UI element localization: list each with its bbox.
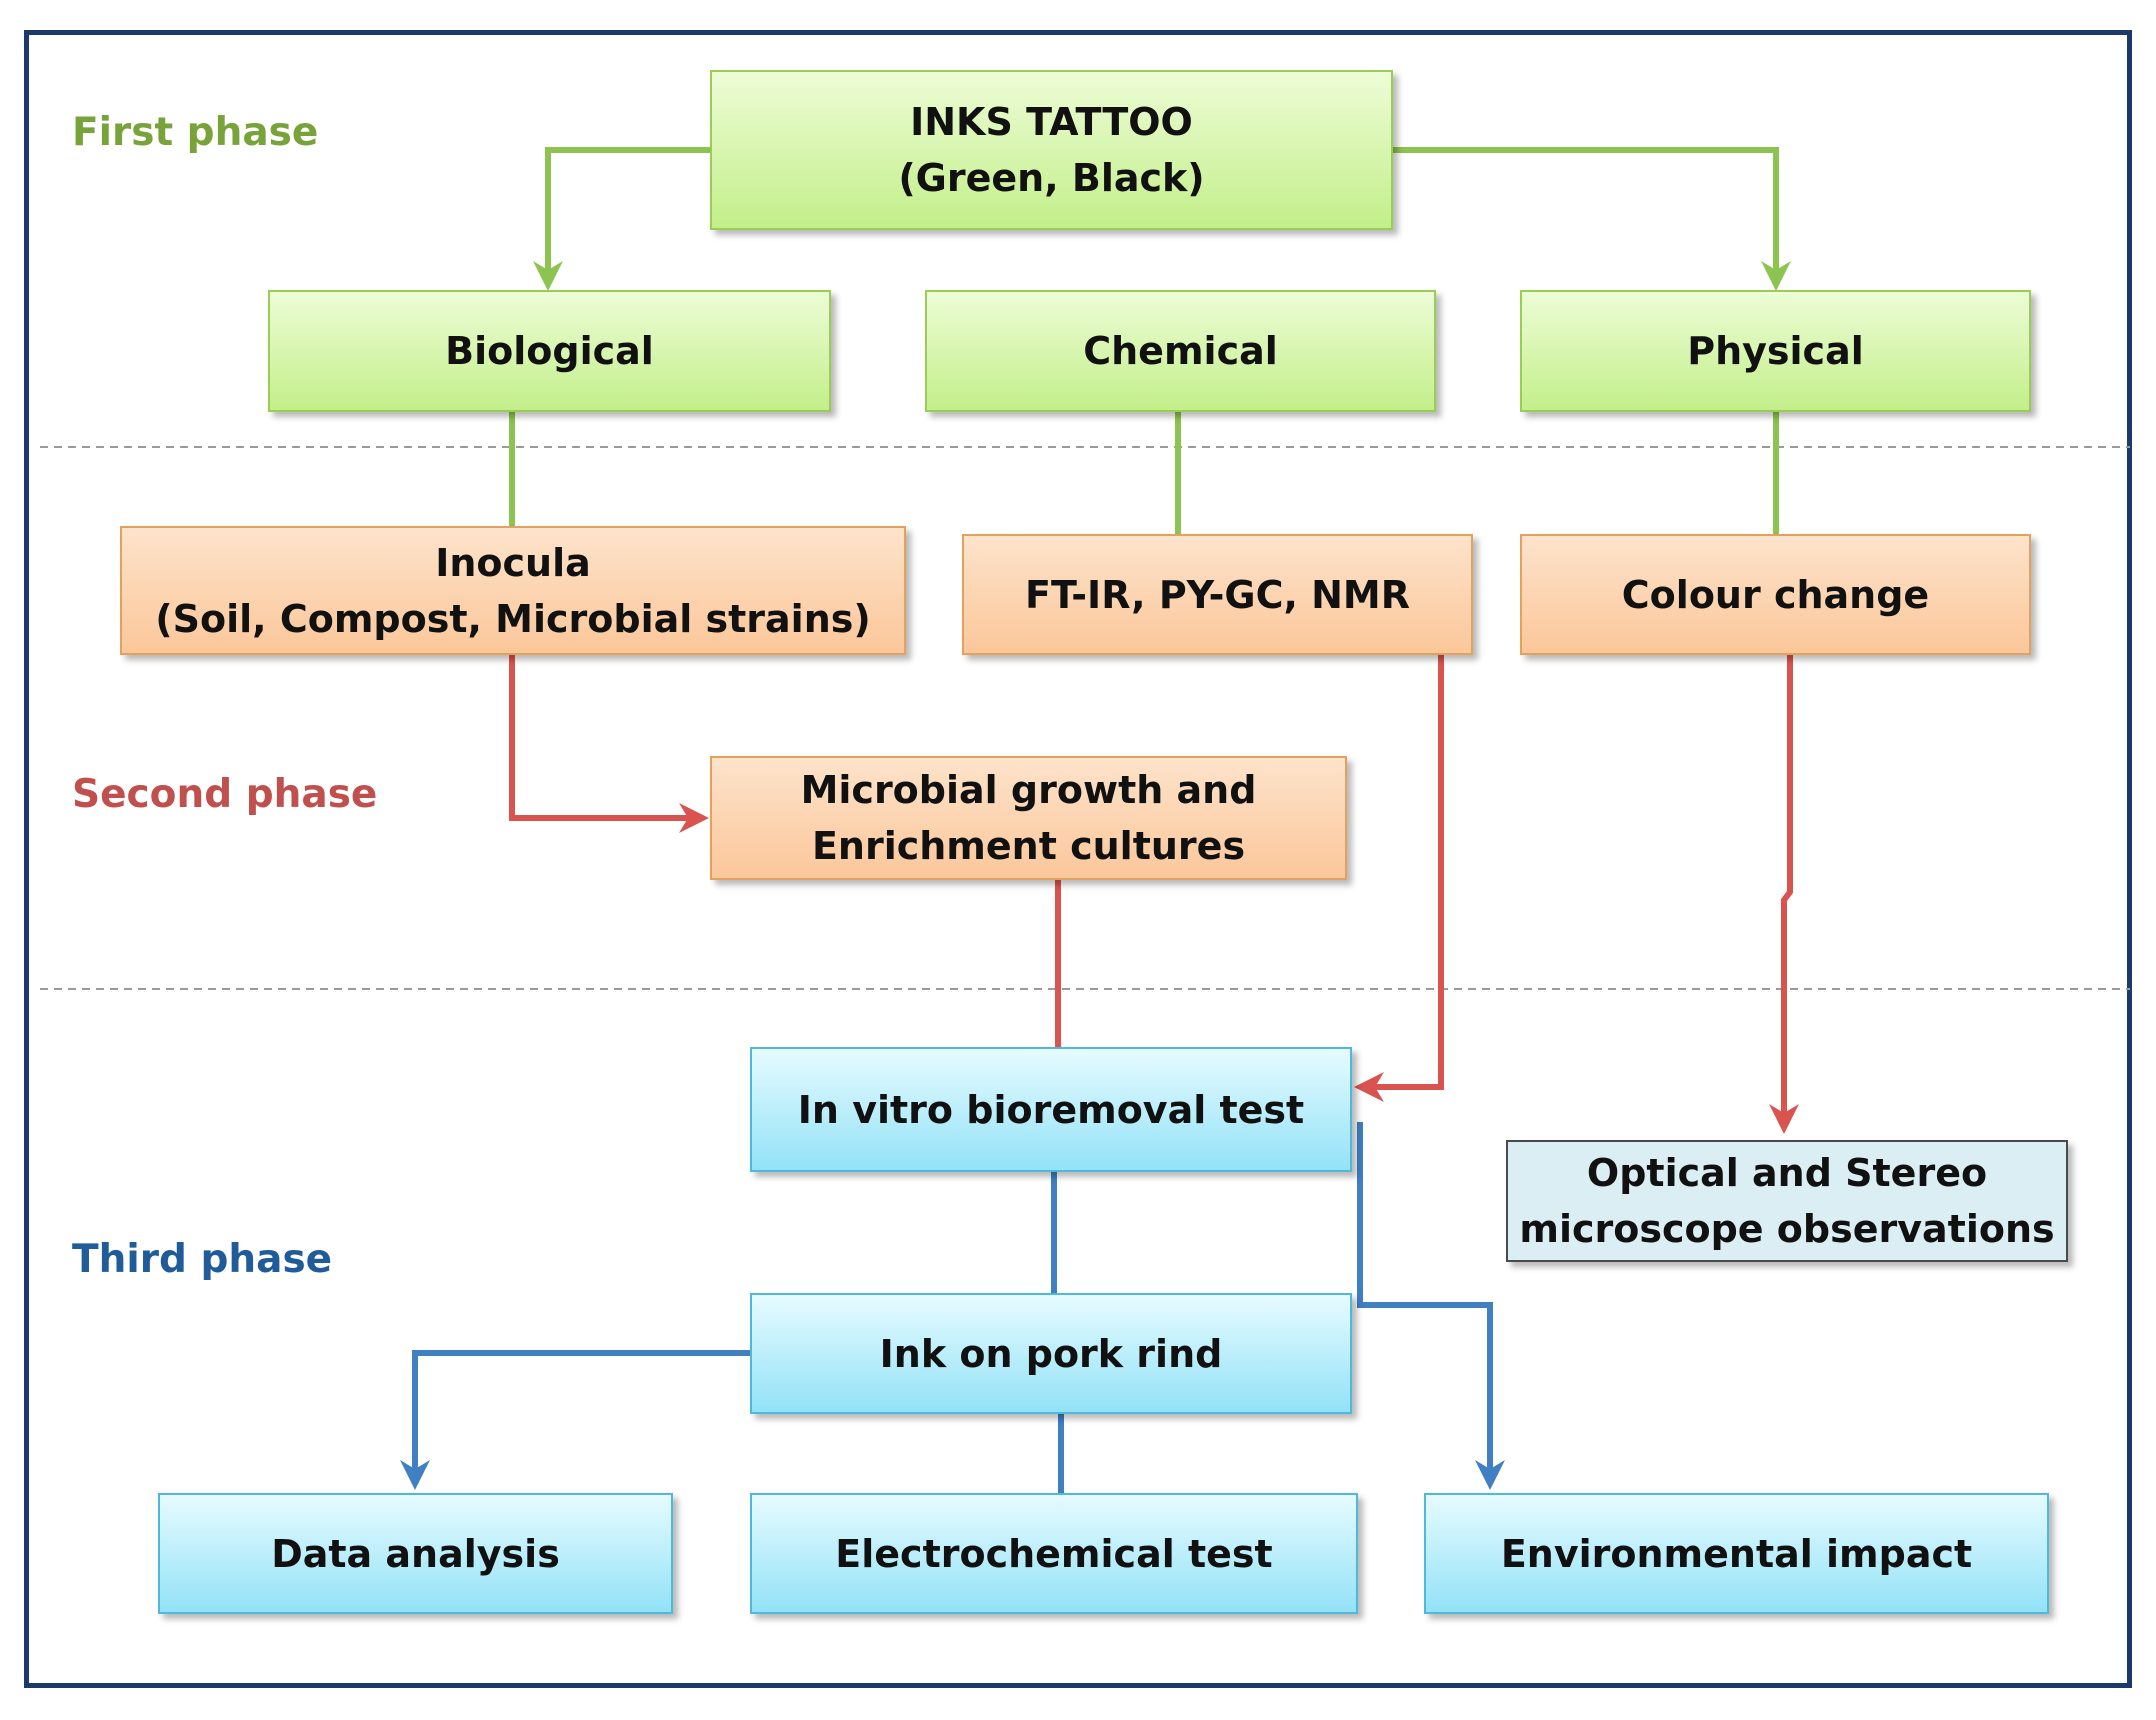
- node-microbial-growth: Microbial growth and Enrichment cultures: [710, 756, 1347, 880]
- diagram-frame: [24, 30, 2132, 1688]
- node-colour-change: Colour change: [1520, 534, 2031, 655]
- arrow-inkpork-to-data: [400, 1350, 750, 1490]
- node-inks-tattoo: INKS TATTOO (Green, Black): [710, 70, 1393, 230]
- node-inocula: Inocula (Soil, Compost, Microbial strain…: [120, 526, 906, 655]
- arrow-ftir-to-invitro: [1354, 655, 1444, 1102]
- arrow-inks-to-physical: [1393, 147, 1791, 291]
- phase-label-second: Second phase: [72, 772, 378, 817]
- node-optical-stereo: Optical and Stereo microscope observatio…: [1506, 1140, 2068, 1262]
- node-data-analysis: Data analysis: [158, 1493, 673, 1614]
- arrow-colour-to-optical: [1769, 655, 1799, 1134]
- arrow-invitro-to-environmental: [1357, 1122, 1505, 1490]
- node-biological: Biological: [268, 290, 831, 412]
- node-in-vitro-bioremoval: In vitro bioremoval test: [750, 1047, 1352, 1172]
- arrow-inks-to-biological: [533, 147, 710, 291]
- phase-label-third: Third phase: [72, 1237, 333, 1282]
- node-environmental-impact: Environmental impact: [1424, 1493, 2049, 1614]
- node-ftir-pygc-nmr: FT-IR, PY-GC, NMR: [962, 534, 1473, 655]
- phase-label-first: First phase: [72, 110, 319, 155]
- node-electrochemical-test: Electrochemical test: [750, 1493, 1358, 1614]
- node-physical: Physical: [1520, 290, 2031, 412]
- node-chemical: Chemical: [925, 290, 1436, 412]
- arrow-inocula-to-microbial: [509, 655, 709, 833]
- node-ink-pork-rind: Ink on pork rind: [750, 1293, 1352, 1414]
